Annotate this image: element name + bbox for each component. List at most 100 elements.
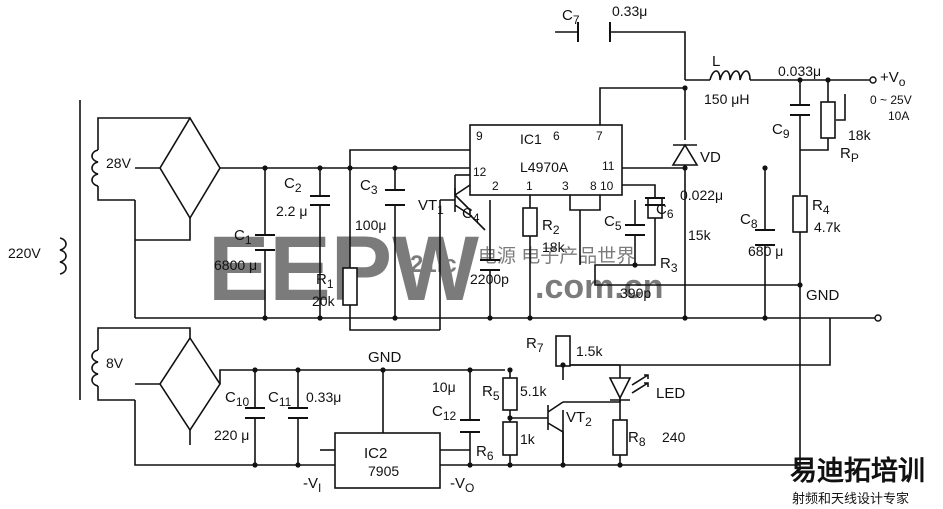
c7-label: C7: [562, 7, 580, 27]
gnd-bottom-label: GND: [368, 349, 402, 366]
terminals: [869, 76, 882, 322]
ic2-name: IC2: [364, 445, 387, 462]
l-label: L: [712, 53, 720, 70]
c9-capacitor: [790, 104, 810, 116]
ic1-box: [469, 124, 623, 196]
pin12: 12: [473, 165, 487, 179]
vt1-label: VT1: [418, 197, 444, 217]
r6-value: 1k: [520, 431, 536, 447]
ic1-part: L4970A: [520, 159, 569, 175]
pin7: 7: [596, 129, 603, 143]
r2-value: 18k: [542, 239, 566, 255]
r1-label: R1: [316, 271, 334, 291]
c1-capacitor: [255, 234, 275, 251]
badge-subtitle: 射频和天线设计专家: [792, 491, 909, 506]
c11-label: C11: [268, 389, 292, 409]
c11-capacitor: [288, 407, 308, 419]
r8-value: 240: [662, 429, 686, 445]
r5-label: R5: [482, 383, 500, 403]
c1-label: C1: [234, 227, 252, 247]
c9-value: 0.033μ: [778, 63, 821, 79]
r1-resistor: [342, 267, 358, 306]
c10-capacitor: [245, 407, 265, 419]
gnd-top-label: GND: [806, 287, 840, 304]
vd-diode: [671, 143, 699, 166]
pin3: 3: [562, 179, 569, 193]
vo-plus: +Vo: [880, 69, 906, 89]
ic2-part: 7905: [368, 463, 399, 479]
c5-label: C5: [604, 213, 622, 233]
vo-range: 0 ~ 25V: [870, 93, 912, 107]
c6-value: 0.022μ: [680, 187, 723, 203]
vd-label: VD: [700, 149, 721, 166]
c10-value: 220 μ: [214, 427, 249, 443]
led-label: LED: [656, 385, 685, 402]
vt2-transistor: [547, 401, 564, 465]
pin6: 6: [553, 129, 560, 143]
c7-value: 0.33μ: [612, 3, 647, 19]
c12-label: C12: [432, 403, 457, 423]
pin8: 8: [590, 179, 597, 193]
r1-value: 20k: [312, 293, 336, 309]
watermark-com: .com.cn: [535, 268, 663, 306]
pin11: 11: [602, 159, 615, 173]
r3-label: R3: [660, 255, 678, 275]
c5-value: 390p: [620, 285, 651, 301]
c4-capacitor: [480, 259, 500, 271]
watermark-domain: 21ic: [410, 251, 457, 278]
badge-title: 易迪拓培训: [790, 456, 925, 486]
c2-value: 2.2 μ: [276, 203, 307, 219]
labels: C7 0.33μ L 150 μH 0.033μ +Vo 0 ~ 25V 10A…: [8, 3, 912, 495]
corner-badge: 易迪拓培训 射频和天线设计专家: [790, 456, 925, 506]
r4-resistor: [792, 195, 808, 233]
vo-current: 10A: [888, 109, 909, 123]
r8-label: R8: [628, 429, 646, 449]
r6-resistor: [502, 421, 518, 456]
minus-vi-label: -VI: [303, 475, 321, 495]
c2-label: C2: [284, 175, 302, 195]
c5-capacitor: [625, 224, 645, 236]
c12-capacitor: [460, 419, 480, 433]
ic1-name: IC1: [520, 131, 542, 147]
r7-resistor: [555, 335, 571, 367]
r5-resistor: [502, 377, 518, 411]
v220-label: 220V: [8, 245, 41, 261]
junction-dots: [252, 77, 831, 468]
c7-capacitor: [577, 22, 611, 42]
pin9: 9: [476, 129, 483, 143]
watermark-cn: 电源 电子产品世界: [478, 245, 635, 267]
rp-label: RP: [840, 145, 859, 165]
v8-label: 8V: [106, 355, 124, 371]
minus-vo-label: -VO: [450, 475, 474, 495]
v28-label: 28V: [106, 155, 132, 171]
c8-capacitor: [755, 229, 775, 246]
c11-value: 0.33μ: [306, 389, 341, 405]
c6-label: C6: [656, 201, 674, 221]
c9-label: C9: [772, 121, 790, 141]
c6-capacitor: [645, 197, 665, 206]
r6-label: R6: [476, 443, 494, 463]
pin10: 10: [600, 179, 614, 193]
ic2-box: [334, 432, 441, 489]
c3-label: C3: [360, 177, 378, 197]
pin2: 2: [492, 179, 499, 193]
c4-value: 2200p: [470, 271, 509, 287]
capacitors: [245, 22, 810, 433]
vt1-transistor: [440, 184, 471, 216]
vt2-label: VT2: [566, 409, 592, 429]
transistors: [440, 184, 564, 465]
r7-label: R7: [526, 335, 544, 355]
rp-value: 18k: [848, 127, 872, 143]
c4-label: C4: [462, 205, 480, 225]
c8-value: 680 μ: [748, 243, 783, 259]
c1-value: 6800 μ: [214, 257, 257, 273]
wires: [59, 31, 875, 470]
led-diode: [608, 377, 632, 400]
r2-label: R2: [542, 217, 560, 237]
c2-capacitor: [310, 195, 330, 206]
c3-value: 100μ: [355, 217, 386, 233]
components: [334, 70, 836, 489]
r5-value: 5.1k: [520, 383, 547, 399]
r7-value: 1.5k: [576, 343, 603, 359]
